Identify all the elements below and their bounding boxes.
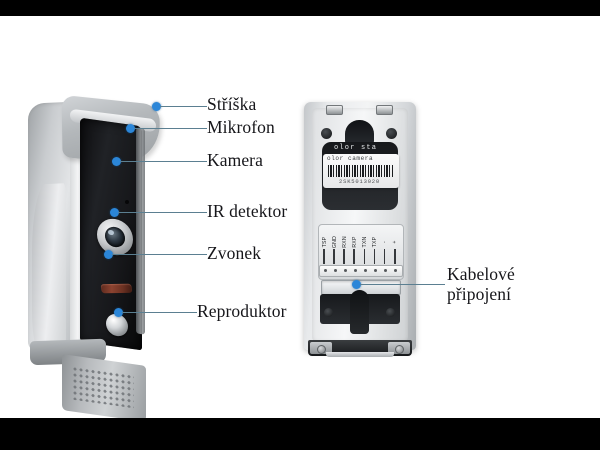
terminal-label: TSP (321, 236, 328, 248)
mount-hole-bottom-right (386, 308, 395, 317)
callout-label-mikrofon: Mikrofon (207, 117, 275, 137)
callout-label-kamera: Kamera (207, 150, 263, 170)
callout-label-kabelove-pripojeni: Kabelové připojení (447, 264, 515, 304)
terminal-pin (363, 249, 366, 264)
terminal-7: - (381, 228, 390, 264)
terminal-pin (323, 249, 325, 264)
callout-label-ir-detektor: IR detektor (207, 201, 288, 221)
barcode-icon (328, 165, 394, 177)
callout-dot-ir-detektor (110, 208, 119, 217)
device-side-shoulder (32, 183, 66, 355)
front-view-outdoor-station (18, 88, 178, 422)
ir-detector-bar (100, 283, 133, 294)
terminal-screw (384, 269, 387, 272)
terminal-pin (353, 249, 356, 264)
callout-dot-kabelove-pripojeni (352, 280, 361, 289)
terminal-pin (333, 249, 335, 264)
callout-leader-mikrofon (134, 128, 207, 129)
top-cable-notch (345, 120, 374, 144)
terminal-label: + (392, 240, 399, 244)
mount-tab-right (376, 105, 393, 115)
terminal-screw (364, 269, 367, 272)
callout-leader-reproduktor (122, 312, 197, 313)
terminal-4: RXP (350, 228, 359, 264)
mount-hole-top-left (321, 128, 332, 139)
terminal-pin (383, 249, 386, 264)
terminal-label: - (382, 241, 389, 243)
terminal-screw (394, 269, 397, 272)
callout-dot-zvonek (104, 250, 113, 259)
terminal-3: RXN (340, 228, 349, 264)
bottom-lip (326, 352, 394, 357)
terminal-pin (343, 249, 345, 264)
terminal-label: TXN (362, 236, 369, 248)
terminal-screw (334, 269, 337, 272)
terminal-screw (354, 269, 357, 272)
keyhole-slot (350, 290, 369, 334)
terminal-screw-strip (319, 265, 403, 277)
faceplate-bevel (136, 127, 145, 335)
callout-leader-kamera (120, 161, 207, 162)
callout-dot-reproduktor (114, 308, 123, 317)
callout-leader-ir-detektor (118, 212, 207, 213)
camera-lens-glint (108, 229, 114, 236)
callout-leader-zvonek (112, 254, 207, 255)
terminal-label: GND (331, 235, 338, 249)
callout-label-zvonek: Zvonek (207, 243, 262, 263)
mount-hole-bottom-left (324, 308, 333, 317)
terminal-pin (373, 249, 376, 264)
bottom-screw-right (395, 345, 404, 354)
terminal-6: TXP (371, 228, 380, 264)
callout-dot-kamera (112, 157, 121, 166)
microphone-pinhole (125, 200, 129, 204)
bottom-screw-left (317, 345, 326, 354)
letterbox-top (0, 0, 600, 16)
sticker-serial: 2SK5013020 (339, 178, 381, 185)
terminal-1: TSP (320, 228, 329, 264)
callout-leader-kabelove-pripojeni (360, 284, 445, 285)
terminal-pin (393, 249, 396, 264)
terminal-screw (344, 269, 347, 272)
recess-label-text: olor sta (334, 144, 378, 152)
sticker-title: olor camera (327, 155, 374, 162)
callout-label-reproduktor: Reproduktor (197, 301, 287, 321)
mount-tab-left (326, 105, 343, 115)
mount-hole-top-right (386, 128, 397, 139)
callout-leader-striska (160, 106, 207, 107)
callout-dot-mikrofon (126, 124, 135, 133)
letterbox-bottom (0, 418, 600, 450)
terminal-label: TXP (372, 236, 379, 248)
terminal-label: RXN (341, 236, 348, 248)
terminal-5: TXN (361, 228, 370, 264)
terminal-8: + (391, 228, 400, 264)
terminal-label: RXP (351, 236, 358, 248)
callout-dot-striska (152, 102, 161, 111)
terminal-2: GND (330, 228, 339, 264)
product-sticker: olor camera 2SK5013020 (323, 154, 399, 188)
terminal-screw (324, 269, 327, 272)
callout-label-striska: Stříška (207, 94, 257, 114)
terminal-screw (374, 269, 377, 272)
